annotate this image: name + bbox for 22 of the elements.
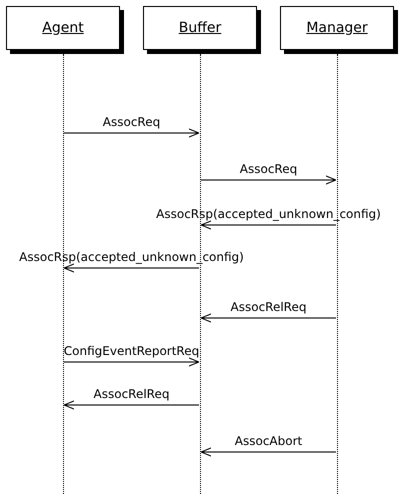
edge-label: AssocReq: [102, 115, 160, 129]
edge-label: ConfigEventReportReq: [64, 344, 200, 358]
edge-label: AssocAbort: [234, 434, 302, 448]
edge-label: AssocReq: [240, 162, 298, 176]
message-arrow: [200, 448, 336, 456]
edge-label: AssocRsp(accepted_unknown_config): [19, 250, 244, 264]
message-arrow: [200, 176, 336, 184]
edge-label: AssocRelReq: [230, 300, 306, 314]
message-arrow: [64, 358, 200, 366]
edge-label: AssocRelReq: [94, 387, 170, 401]
message-arrow: [64, 128, 200, 138]
message-arrow: [200, 314, 336, 322]
participant-name: Manager: [306, 20, 368, 36]
message-arrow: [200, 220, 336, 230]
lifeline: [337, 54, 338, 494]
lifeline: [63, 54, 64, 494]
edge-label: AssocRsp(accepted_unknown_config): [156, 207, 381, 221]
message-arrow: [64, 400, 200, 410]
message-arrow: [64, 264, 200, 272]
participant-name: Agent: [42, 20, 84, 36]
lifeline: [200, 54, 201, 494]
participant-name: Buffer: [178, 20, 222, 36]
